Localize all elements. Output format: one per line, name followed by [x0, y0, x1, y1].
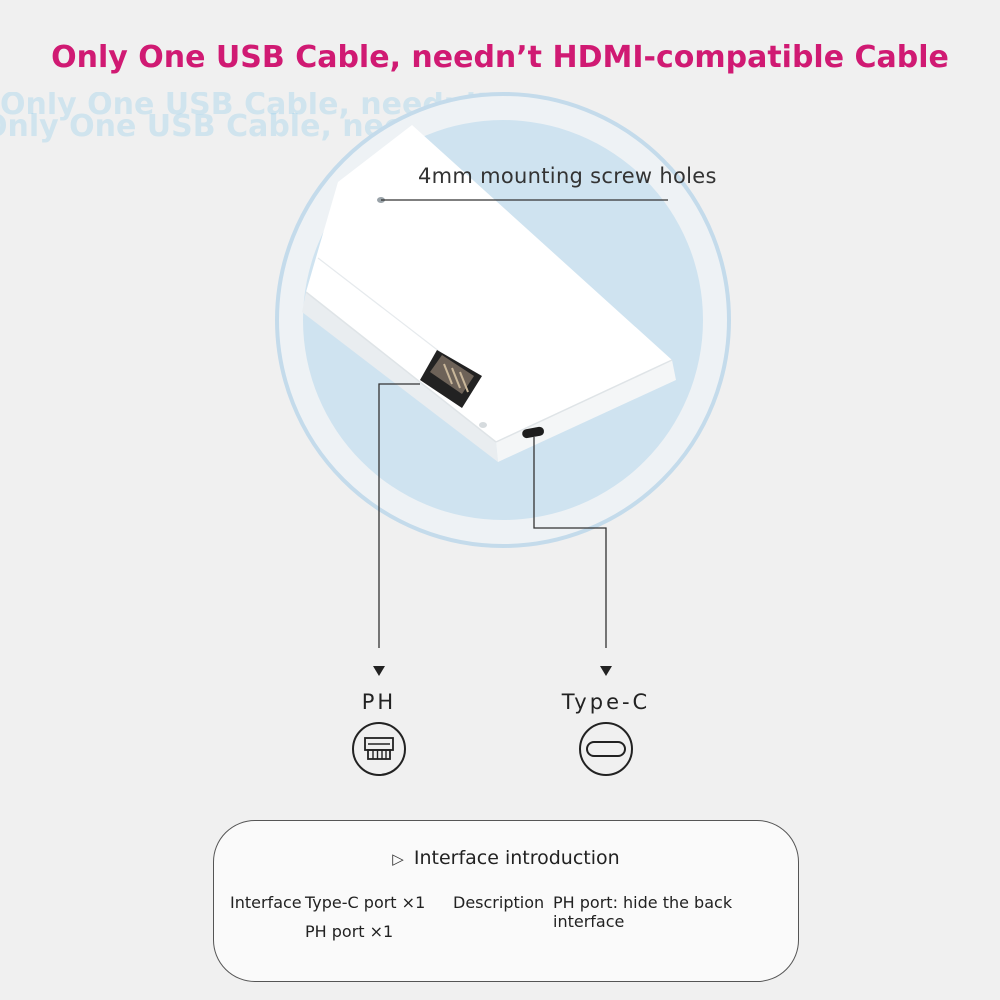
device-front-face	[496, 360, 676, 462]
type-c-callout-line	[533, 437, 607, 648]
description-label: Description	[453, 893, 545, 912]
device-button	[479, 422, 487, 428]
ph-connector-on-device	[420, 350, 482, 408]
triangle-down-icon	[600, 666, 612, 676]
interface-item-ph: PH port ×1	[305, 922, 394, 941]
interface-introduction-title-text: Interface introduction	[413, 847, 620, 869]
ph-connector-icon	[352, 722, 406, 776]
ph-callout-line	[378, 383, 420, 648]
type-c-port-on-device	[522, 426, 544, 439]
interface-introduction-title: ▷ Interface introduction	[214, 847, 798, 869]
device-side-face	[302, 292, 498, 462]
screw-holes-label: 4mm mounting screw holes	[418, 164, 717, 188]
headline-title: Only One USB Cable, needn’t HDMI-compati…	[51, 40, 949, 75]
interface-label: Interface	[230, 893, 302, 912]
ph-port-label: PH	[361, 690, 397, 714]
device-top-face	[306, 125, 672, 442]
type-c-port-label: Type-C	[561, 690, 651, 714]
type-c-port-icon	[579, 722, 633, 776]
triangle-down-icon	[373, 666, 385, 676]
interface-item-type-c: Type-C port ×1	[305, 893, 426, 912]
interface-introduction-box: ▷ Interface introduction Interface Type-C…	[213, 820, 799, 982]
description-text: PH port: hide the back interface	[553, 893, 733, 931]
triangle-right-icon: ▷	[392, 850, 404, 868]
